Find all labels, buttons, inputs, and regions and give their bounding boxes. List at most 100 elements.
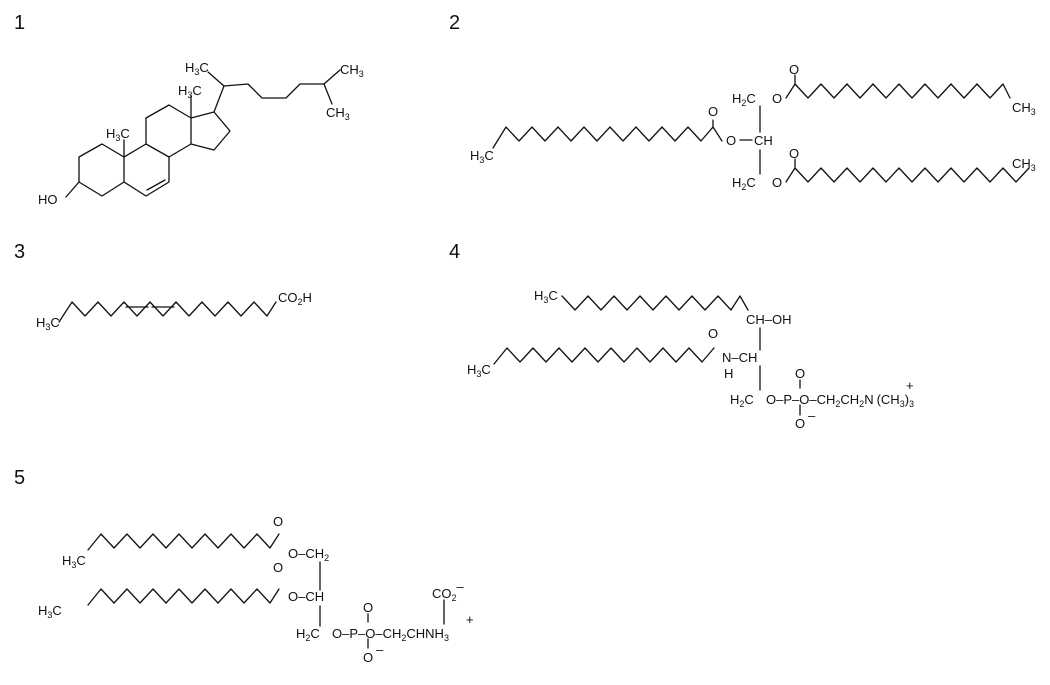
ester-o: O [726, 133, 736, 148]
terminal-sub: 3 [345, 112, 350, 122]
svg-text:O–CH2: O–CH2 [288, 546, 329, 563]
methyl-c: C [199, 60, 208, 75]
methyl-h: H [106, 126, 115, 141]
sphingo-backbone [759, 327, 801, 416]
svg-text:H3C: H3C [106, 126, 130, 143]
glycerol-backbone [319, 561, 445, 649]
chain-sub: 3 [476, 369, 481, 379]
serine-sub: 3 [444, 633, 449, 643]
chain-h: H [38, 603, 47, 618]
chain-c: C [484, 148, 493, 163]
structure-2: 2 H3C O O CH H2C O H2C O O O CH3 CH3 [449, 12, 1036, 192]
backbone-sub: 2 [739, 399, 744, 409]
chain-c: C [50, 315, 59, 330]
svg-text:CO2–: CO2– [432, 579, 465, 603]
methyl-c: C [192, 83, 201, 98]
terminal-ch: CH [326, 105, 345, 120]
glycerol-c: C [746, 91, 755, 106]
chain-h: H [534, 288, 543, 303]
methyl-sub: 3 [187, 90, 192, 100]
choline-n: N [864, 392, 873, 407]
structure-number: 2 [449, 12, 460, 34]
svg-text:H2C: H2C [732, 91, 756, 108]
svg-text:H3C: H3C [62, 553, 86, 570]
acid-sub: 2 [298, 297, 303, 307]
glycerol-c: C [746, 175, 755, 190]
zigzag-chain [87, 533, 280, 551]
chain-sub: 3 [47, 610, 52, 620]
chain-end: CH [1012, 100, 1031, 115]
structure-number: 1 [14, 12, 25, 34]
carbonyl-o: O [273, 560, 283, 575]
chain-sub: 3 [45, 322, 50, 332]
methyl-c: C [120, 126, 129, 141]
glycerol-backbone [759, 74, 1030, 183]
phosphate-row: O–P–O–CH [766, 392, 835, 407]
zigzag-chain [58, 301, 277, 323]
charge-plus: + [466, 612, 474, 627]
structure-5: 5 H3C H3C O O O–CH2 O–CH H2C O–P–O–CH2CH… [14, 467, 474, 665]
chain-sub: 3 [71, 560, 76, 570]
methyl-h: H [178, 83, 187, 98]
zigzag-chain [493, 347, 715, 365]
structure-number: 4 [449, 241, 460, 263]
chain-c: C [548, 288, 557, 303]
ester-link: O–CH [288, 546, 324, 561]
methyl-h: H [185, 60, 194, 75]
carbonyl-o: O [708, 104, 718, 119]
glycerol-h: H [732, 91, 741, 106]
charge-plus: + [906, 378, 914, 393]
zigzag-chain [561, 295, 749, 311]
svg-text:H3C: H3C [36, 315, 60, 332]
structure-number: 3 [14, 241, 25, 263]
phosphate-row: O–P–O–CH [332, 626, 401, 641]
link-sub: 2 [324, 553, 329, 563]
svg-text:CH3: CH3 [1012, 156, 1036, 173]
svg-text:H2C: H2C [732, 175, 756, 192]
carbonyl-o: O [708, 326, 718, 341]
hydroxy-ch: CH–OH [746, 312, 792, 327]
chain-h: H [467, 362, 476, 377]
glycerol-h: H [732, 175, 741, 190]
svg-text:H3C: H3C [178, 83, 202, 100]
carboxylate-sub: 2 [452, 593, 457, 603]
chain-end: CH [1012, 156, 1031, 171]
terminal-sub: 3 [359, 69, 364, 79]
choline-methyls: (CH [877, 392, 900, 407]
zigzag-chain [492, 126, 723, 149]
svg-text:H2C: H2C [296, 626, 320, 643]
phosphate-o: O [363, 600, 373, 615]
serine-ch: CHNH [406, 626, 444, 641]
structure-3: 3 H3C CO2H [14, 241, 312, 332]
carbonyl-o: O [789, 62, 799, 77]
svg-text:O–P–O–CH2CHNH3: O–P–O–CH2CHNH3 [332, 626, 449, 643]
structure-1: 1 HO H3C H3C H3C CH3 CH3 [14, 12, 364, 207]
svg-text:H3C: H3C [470, 148, 494, 165]
charge-minus: – [808, 408, 816, 423]
svg-text:H3C: H3C [534, 288, 558, 305]
chain-c: C [481, 362, 490, 377]
chain-sub: 3 [479, 155, 484, 165]
charge-minus: – [376, 642, 384, 657]
steroid-rings [65, 69, 341, 198]
backbone-h: H [730, 392, 739, 407]
structure-4: 4 H3C CH–OH H3C O N–CH H H2C O–P–O–CH2CH… [449, 241, 914, 431]
choline-count: 3 [909, 399, 914, 409]
carboxylate: CO [432, 586, 452, 601]
ester-o: O [772, 91, 782, 106]
chain-c: C [52, 603, 61, 618]
backbone-h: H [296, 626, 305, 641]
acid-h: H [303, 290, 312, 305]
ester-o: O [772, 175, 782, 190]
svg-text:H3C: H3C [38, 603, 62, 620]
chain-h: H [62, 553, 71, 568]
svg-text:H3C: H3C [185, 60, 209, 77]
acid-co: CO [278, 290, 298, 305]
amide-h: H [724, 366, 733, 381]
methyl-sub: 3 [194, 67, 199, 77]
choline-sub: 2 [859, 399, 864, 409]
chain-sub: 3 [1031, 107, 1036, 117]
choline-ch: CH [840, 392, 859, 407]
choline-sub: 3 [900, 399, 905, 409]
phosphate-sub: 2 [401, 633, 406, 643]
